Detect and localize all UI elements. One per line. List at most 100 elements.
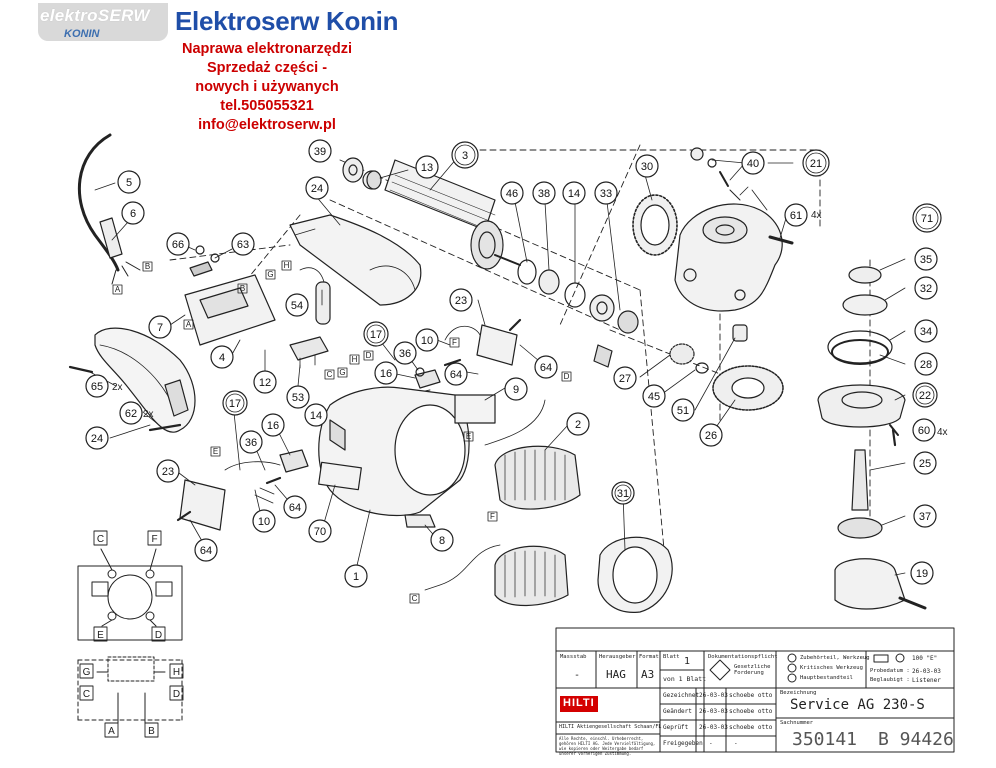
ad-line-used-new: nowych i używanych (195, 79, 339, 95)
callout-circle (194, 538, 218, 562)
callout-part-22: 22 (912, 382, 938, 408)
callout-circle (121, 201, 145, 225)
callout-circle (613, 366, 637, 390)
tb-format: A3 (641, 668, 655, 681)
callout-label: 61 (790, 210, 802, 222)
tb-date-label-2: Beglaubigt : (870, 677, 910, 683)
terminal-block (289, 336, 329, 369)
callout-inner-ring (454, 144, 476, 166)
callout-part-36: 36 (239, 430, 263, 454)
callout-circle (913, 504, 937, 528)
screw-61 (768, 235, 794, 245)
part-callouts: 1234567891010121314141616171719212223232… (85, 139, 942, 588)
tag-d-terminal: D (366, 351, 372, 360)
callout-label: 30 (641, 161, 653, 173)
tb-row-checked-name: schoebe otto (729, 724, 773, 731)
callout-circle (912, 418, 936, 442)
tag-g-top: G (267, 270, 273, 279)
callout-label: 6 (130, 208, 136, 220)
bevel-gear (712, 324, 784, 411)
callout-circle (642, 384, 666, 408)
callout-label: 10 (421, 335, 433, 347)
callout-circle (699, 423, 723, 447)
callout-part-71: 71 (912, 203, 942, 233)
callout-label: 63 (237, 239, 249, 251)
qty-label-61: 4x (811, 210, 822, 221)
tb-row-released-label: Freigegeben (663, 740, 703, 747)
callout-part-45: 45 (642, 384, 666, 408)
connector-tags (112, 260, 572, 604)
callout-circle (562, 181, 586, 205)
callout-circle (283, 495, 307, 519)
callout-part-51: 51 (671, 398, 695, 422)
callout-label: 64 (450, 369, 462, 381)
callout-label: 19 (916, 568, 928, 580)
callout-circle (374, 361, 398, 385)
brand-logo-background (38, 3, 168, 41)
callout-label: 13 (421, 162, 433, 174)
callout-circle (914, 319, 938, 343)
callout-label: 38 (538, 188, 550, 200)
callout-part-5: 5 (117, 170, 141, 194)
tb-header-format: Format (639, 654, 659, 660)
callout-circle (285, 293, 309, 317)
tag-h-top: H (284, 261, 290, 270)
wiring-label-boxes (79, 530, 184, 738)
tag-e-brush: E (213, 447, 218, 456)
brand-logo: elektroSERW (40, 6, 150, 25)
callout-circle (308, 519, 332, 543)
callout-circle (449, 288, 473, 312)
callout-circle (784, 203, 808, 227)
callout-circle (393, 341, 417, 365)
callout-part-30: 30 (635, 154, 659, 178)
gear-housing (674, 186, 783, 312)
armature (362, 159, 521, 270)
callout-label: 16 (267, 420, 279, 432)
tb-header-doc-duty: Dokumentationspflicht (708, 654, 778, 660)
callout-label: 37 (919, 511, 931, 523)
callout-label: 4 (219, 352, 225, 364)
callout-part-33: 33 (594, 181, 618, 205)
callout-label: 21 (810, 158, 822, 170)
callout-circle (253, 370, 277, 394)
callout-label: 62 (125, 408, 137, 420)
tb-doc-duty: Gesetzliche Forderung (734, 664, 771, 676)
tb-header-scale: Massstab (560, 654, 587, 660)
callout-label: 51 (677, 405, 689, 417)
callout-circle (914, 247, 938, 271)
tag-c-coil: C (412, 594, 418, 603)
tb-row-drawn-label: Gezeichnet (663, 692, 700, 699)
tag-a-cable: A (115, 285, 121, 294)
tag-f-brush: F (452, 338, 457, 347)
callout-part-17: 17 (363, 321, 389, 347)
callout-circle (914, 352, 938, 376)
wiring-label-d-bottom: D (173, 689, 180, 700)
callout-inner-ring (915, 206, 939, 230)
callout-label: 12 (259, 377, 271, 389)
wiring-label-c-top: C (97, 534, 104, 545)
callout-label: 35 (920, 254, 932, 266)
callout-part-46: 46 (500, 181, 524, 205)
wiring-label-b: B (148, 726, 155, 737)
ad-line-phone[interactable]: tel.505055321 (220, 98, 314, 114)
callout-circle (912, 382, 938, 408)
callout-part-12: 12 (253, 370, 277, 394)
callout-circle (117, 170, 141, 194)
callout-part-24: 24 (85, 426, 109, 450)
callout-part-14: 14 (304, 403, 328, 427)
callout-part-39: 39 (308, 139, 332, 163)
ad-line-email[interactable]: info@elektroserw.pl (198, 117, 336, 133)
callout-part-26: 26 (699, 423, 723, 447)
callout-circle (914, 276, 938, 300)
tag-b-cable: B (145, 262, 150, 271)
callout-label: 14 (310, 410, 322, 422)
wiring-schematic (77, 548, 183, 724)
tb-row-checked-label: Geprüft (663, 724, 689, 731)
tb-row-released-name: - (734, 740, 738, 747)
wiring-label-a: A (108, 726, 115, 737)
callout-circle (415, 328, 439, 352)
callout-circle (252, 509, 276, 533)
callout-circle (741, 151, 765, 175)
callout-circle (344, 564, 368, 588)
callout-part-25: 25 (913, 451, 937, 475)
